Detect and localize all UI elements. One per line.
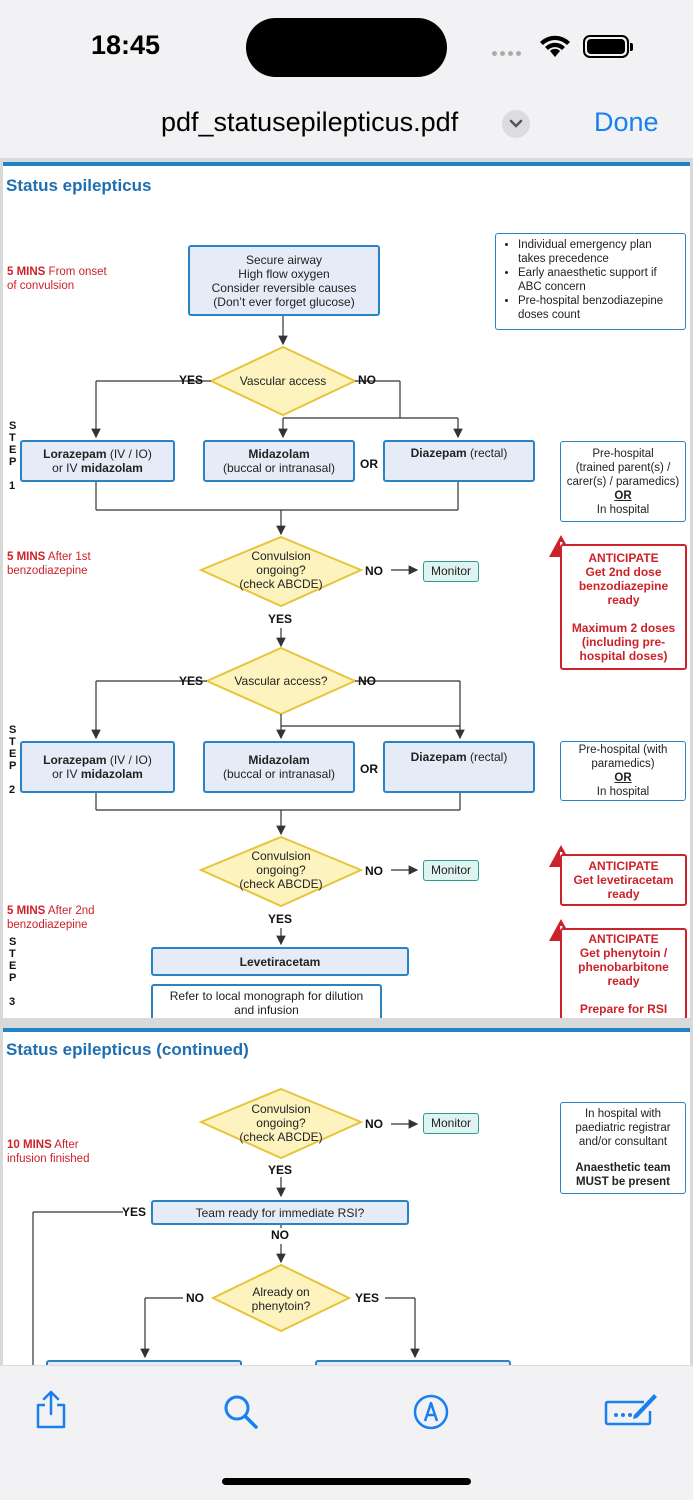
diazepam-box: Diazepam (rectal) (383, 741, 535, 793)
no-label: NO (186, 1291, 204, 1305)
nav-bar: pdf_statusepilepticus.pdf Done (0, 95, 693, 155)
search-icon[interactable] (222, 1393, 260, 1431)
monitor-box: Monitor (423, 860, 479, 881)
share-icon[interactable] (34, 1390, 68, 1430)
home-indicator (222, 1478, 471, 1485)
page-title: Status epilepticus (6, 176, 152, 195)
status-bar: 18:45 (0, 0, 693, 95)
yes-label: YES (268, 612, 293, 626)
next-step-box (315, 1360, 511, 1365)
no-label: NO (365, 564, 383, 578)
guidance-note: Individual emergency plan takes preceden… (495, 233, 686, 330)
no-label: NO (365, 1117, 383, 1131)
monitor-box: Monitor (423, 561, 479, 582)
no-label: NO (365, 864, 383, 878)
wifi-icon (540, 35, 570, 57)
lorazepam-box: Lorazepam (IV / IO) or IV midazolam (20, 741, 175, 793)
done-button[interactable]: Done (594, 107, 659, 137)
levetiracetam-box: Levetiracetam (151, 947, 409, 976)
no-label: NO (358, 674, 376, 688)
monitor-box: Monitor (423, 1113, 479, 1134)
page-title: Status epilepticus (continued) (6, 1040, 249, 1059)
battery-icon (583, 35, 633, 58)
lorazepam-box: Lorazepam (IV / IO) or IV midazolam (20, 440, 175, 482)
or-label: OR (360, 457, 378, 471)
midazolam-box: Midazolam(buccal or intranasal) (203, 741, 355, 793)
file-title[interactable]: pdf_statusepilepticus.pdf (161, 107, 459, 137)
flowchart-lines (91, 316, 465, 946)
prehospital-note-1: Pre-hospital(trained parent(s) /carer(s)… (560, 441, 686, 522)
status-time: 18:45 (91, 30, 161, 60)
bottom-toolbar (0, 1365, 693, 1500)
vascular-access-decision: Vascular access? (234, 674, 328, 688)
or-label: OR (360, 762, 378, 776)
diazepam-box: Diazepam (rectal) (383, 440, 535, 482)
no-label: NO (271, 1228, 289, 1242)
pdf-page-2: Status epilepticus (continued) 10 MINS A… (3, 1028, 690, 1365)
yes-label: YES (179, 674, 204, 688)
no-label: NO (358, 373, 376, 387)
yes-label: YES (122, 1205, 147, 1219)
yes-label: YES (179, 373, 204, 387)
vascular-access-decision: Vascular access (239, 374, 327, 388)
next-step-box (46, 1360, 242, 1365)
yes-label: YES (268, 912, 293, 926)
yes-label: YES (355, 1291, 380, 1305)
annotate-keyboard-icon[interactable] (604, 1391, 658, 1427)
dynamic-island (246, 18, 447, 77)
yes-label: YES (268, 1163, 293, 1177)
team-ready-decision: Team ready for immediate RSI? (151, 1200, 409, 1225)
signal-icon (492, 48, 528, 58)
flowchart-lines (32, 1087, 420, 1365)
chevron-down-icon[interactable] (502, 110, 530, 138)
midazolam-box: Midazolam(buccal or intranasal) (203, 440, 355, 482)
markup-icon[interactable] (412, 1393, 450, 1431)
